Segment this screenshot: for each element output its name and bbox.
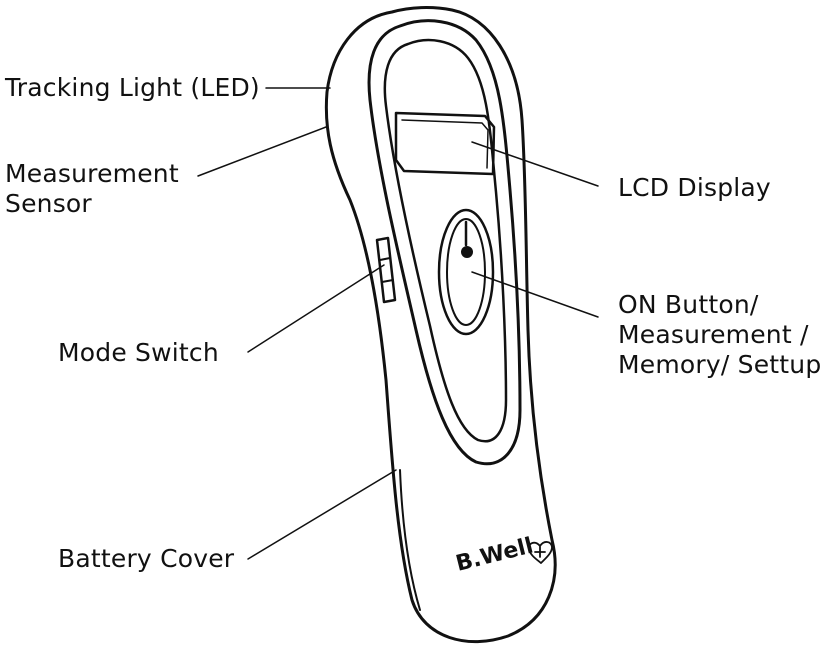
leader-line-battery-cover [247, 469, 397, 560]
label-lcd-display: LCD Display [618, 173, 771, 202]
label-on-button-line3: Memory/ Settup [618, 350, 822, 379]
leader-line-on-button [471, 271, 599, 318]
front-panel [367, 19, 522, 466]
thermometer-body [324, 6, 557, 644]
brand-logo: B.Well [453, 534, 535, 577]
on-button-inner [446, 218, 486, 326]
label-on-button: ON Button/ Measurement / Memory/ Settup [618, 290, 821, 380]
label-measurement-sensor: Measurement Sensor [5, 159, 179, 219]
label-on-button-line2: Measurement / [618, 320, 809, 349]
leader-line-sensor [197, 126, 327, 177]
panel-inner-rim [383, 38, 508, 443]
on-button-dot [461, 246, 473, 258]
leader-line-lcd [471, 141, 599, 187]
heart-logo-icon [528, 541, 553, 564]
label-measurement-sensor-line1: Measurement [5, 159, 179, 188]
label-tracking-light: Tracking Light (LED) [5, 73, 260, 102]
label-on-button-line1: ON Button/ [618, 290, 759, 319]
lcd-display [394, 111, 496, 176]
mode-switch [375, 236, 397, 304]
label-measurement-sensor-line2: Sensor [5, 189, 92, 218]
label-battery-cover: Battery Cover [58, 544, 235, 573]
battery-cover-seam [399, 469, 421, 611]
on-button-outer [437, 208, 495, 336]
label-mode-switch: Mode Switch [58, 338, 219, 367]
leader-line-mode-switch [247, 264, 385, 353]
